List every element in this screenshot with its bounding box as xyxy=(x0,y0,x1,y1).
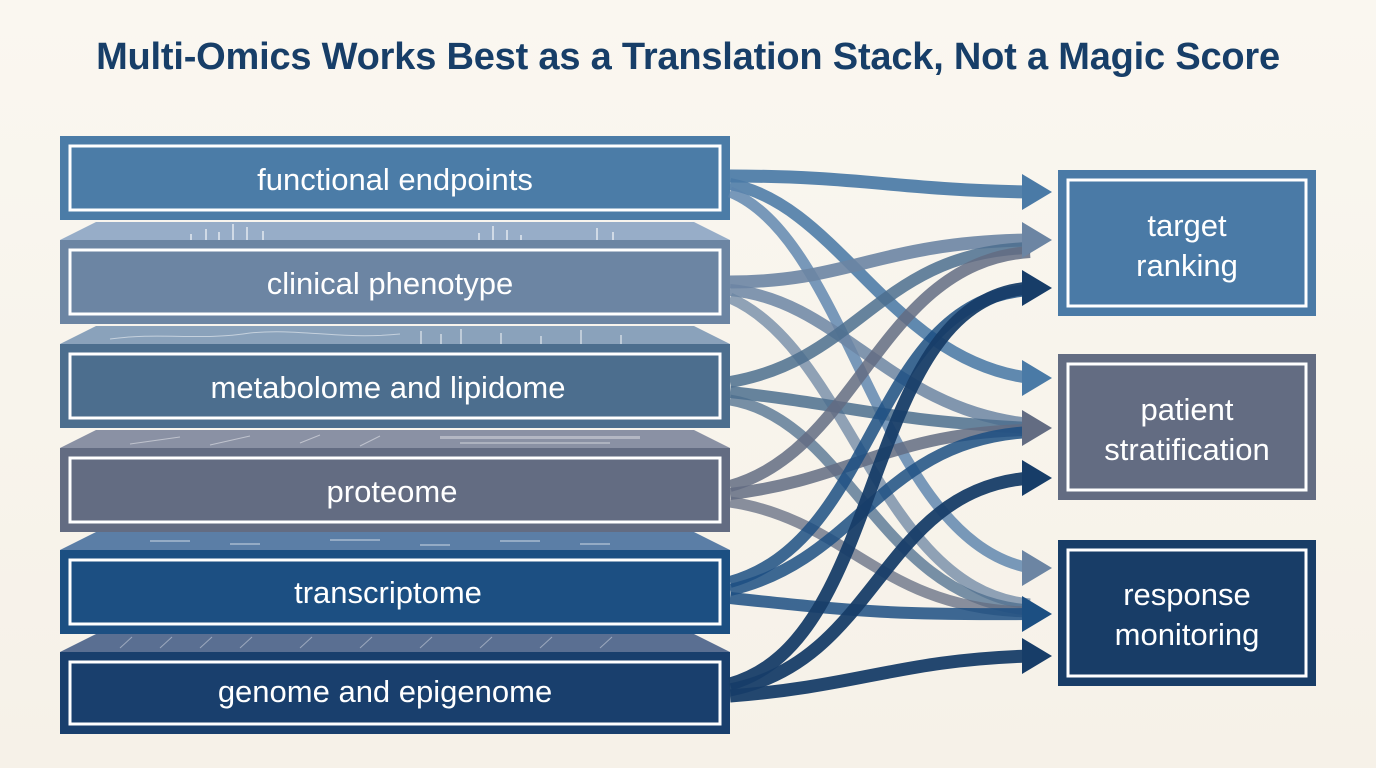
arrowhead-response-2 xyxy=(1022,596,1052,632)
flow-functional-to-response xyxy=(727,186,1032,574)
flow-genome-to-patient xyxy=(728,471,1031,697)
layer-transcriptome: transcriptome xyxy=(60,532,730,634)
layer-label-proteome: proteome xyxy=(327,474,458,509)
output-response-monitoring: response monitoring xyxy=(1058,540,1316,686)
layer-clinical-phenotype: clinical phenotype xyxy=(60,222,730,324)
output-label-response: response xyxy=(1123,577,1251,612)
output-label-target: target xyxy=(1147,208,1227,243)
arrowhead-response-3 xyxy=(1022,638,1052,674)
layer-label-metabolome-and-lipidome: metabolome and lipidome xyxy=(211,370,566,405)
flow-proteome-to-response xyxy=(729,496,1031,618)
flow-proteome-to-target xyxy=(728,246,1031,492)
output-patient-stratification: patient stratification xyxy=(1058,354,1316,500)
output-boxes: target ranking patient stratification re… xyxy=(1058,170,1316,686)
layer-label-clinical-phenotype: clinical phenotype xyxy=(267,266,513,301)
flow-genome-to-response xyxy=(729,649,1031,703)
layer-genome-and-epigenome: genome and epigenome xyxy=(60,634,730,734)
layer-label-functional-endpoints: functional endpoints xyxy=(257,162,533,197)
layer-label-transcriptome: transcriptome xyxy=(294,575,482,610)
flow-transcriptome-to-response xyxy=(729,592,1031,621)
flow-clinical-to-target xyxy=(729,233,1031,289)
flow-proteome-to-patient xyxy=(729,424,1031,500)
arrowhead-patient-2 xyxy=(1022,410,1052,446)
arrowhead-response-1 xyxy=(1022,550,1052,586)
arrowhead-patient-1 xyxy=(1022,360,1052,396)
arrowhead-target-2 xyxy=(1022,222,1052,258)
page-title: Multi-Omics Works Best as a Translation … xyxy=(96,36,1280,78)
flow-functional-to-patient xyxy=(728,178,1031,384)
flow-metabolome-to-target xyxy=(728,242,1031,388)
arrowhead-target-3 xyxy=(1022,270,1052,306)
output-label-stratification: stratification xyxy=(1104,432,1269,467)
flow-genome-to-target xyxy=(728,281,1031,691)
output-label-patient: patient xyxy=(1140,392,1233,427)
layer-stack: functional endpoints xyxy=(60,136,730,734)
layer-label-genome-and-epigenome: genome and epigenome xyxy=(218,674,552,709)
layer-metabolome-and-lipidome: metabolome and lipidome xyxy=(60,326,730,428)
flow-metabolome-to-patient xyxy=(729,386,1031,434)
output-label-monitoring: monitoring xyxy=(1115,617,1260,652)
flow-functional-to-target xyxy=(729,169,1031,199)
arrowhead-target-1 xyxy=(1022,174,1052,210)
output-target-ranking: target ranking xyxy=(1058,170,1316,316)
arrowhead-patient-3 xyxy=(1022,460,1052,496)
output-label-ranking: ranking xyxy=(1136,248,1238,283)
flow-clinical-to-response xyxy=(727,292,1031,610)
layer-proteome: proteome xyxy=(60,430,730,532)
flow-arrows xyxy=(727,169,1052,703)
layer-functional-endpoints: functional endpoints xyxy=(60,136,730,220)
